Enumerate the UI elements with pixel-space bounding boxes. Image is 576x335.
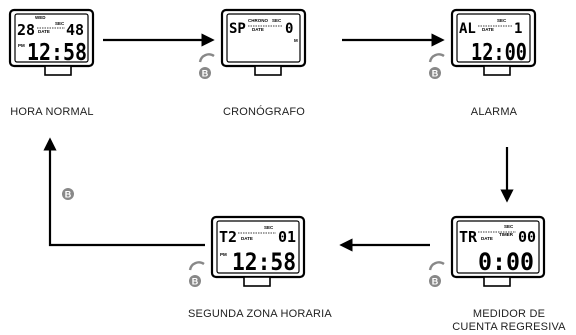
button-b-icon: B xyxy=(432,69,439,79)
arrow-segunda-to-hora xyxy=(43,137,205,247)
pm-label: PM xyxy=(220,252,227,257)
button-b-icon: B xyxy=(432,277,439,287)
pm-label: PM xyxy=(18,43,25,48)
button-b-alarma: B xyxy=(428,53,445,79)
main-time-digits: 12:00 xyxy=(471,40,527,66)
main-time-digits: 12:58 xyxy=(232,248,296,276)
main-time-digits: 12:58 xyxy=(27,40,87,66)
date-label: DATE xyxy=(38,29,50,34)
sec-label: SEC xyxy=(55,21,65,26)
button-b-return: B xyxy=(62,188,74,200)
button-b-medidor: B xyxy=(428,261,445,287)
top-right-digits: 00 xyxy=(518,228,536,246)
date-label: DATE xyxy=(252,27,264,32)
bottom-mark: M xyxy=(294,38,298,43)
button-b-segunda: B xyxy=(188,261,205,287)
caption-medidor: MEDIDOR DE CUENTA REGRESIVA xyxy=(444,308,574,334)
date-label: DATE xyxy=(482,27,494,32)
date-label: DATE xyxy=(241,236,253,241)
sec-label: SEC xyxy=(497,18,507,23)
day-label: WED xyxy=(35,15,46,20)
caption-hora-normal: HORA NORMAL xyxy=(10,106,94,118)
top-right-digits: 0 xyxy=(285,21,293,37)
watch-alarma: AL SEC 1 DATE 12:00 xyxy=(450,8,537,76)
caption-medidor-line2: CUENTA REGRESIVA xyxy=(452,321,566,333)
sec-label: SEC xyxy=(504,224,514,229)
top-left-digits: TR xyxy=(459,228,478,246)
sec-label: SEC xyxy=(272,18,282,23)
chrono-label: CHRONO xyxy=(248,18,268,23)
caption-medidor-line1: MEDIDOR DE xyxy=(472,308,546,320)
sec-label: SEC xyxy=(264,225,274,230)
top-left-digits: AL xyxy=(459,21,476,37)
caption-segunda-zona: SEGUNDA ZONA HORARIA xyxy=(188,308,332,320)
watch-hora-normal: WED 28 SEC 48 DATE PM 12:58 xyxy=(8,8,95,76)
top-left-digits: SP xyxy=(229,21,246,37)
top-left-digits: T2 xyxy=(219,228,237,246)
button-b-icon: B xyxy=(192,277,199,287)
top-right-digits: 1 xyxy=(514,21,522,37)
watch-segunda-zona: T2 SEC 01 DATE PM 12:58 xyxy=(210,215,306,287)
timer-label: TIMER xyxy=(499,232,514,237)
date-label: DATE xyxy=(481,236,493,241)
top-right-digits: 01 xyxy=(278,228,296,246)
top-left-digits: 28 xyxy=(17,21,35,39)
top-right-digits: 48 xyxy=(66,21,84,39)
button-b-icon: B xyxy=(202,69,209,79)
watch-medidor: TR SEC TIMER 00 DATE 0:00 xyxy=(450,215,546,287)
caption-cronografo: CRONÓGRAFO xyxy=(222,106,306,118)
button-b-cronografo: B xyxy=(198,53,215,79)
watch-cronografo: SP CHRONO SEC 0 DATE M xyxy=(220,8,307,76)
button-b-icon: B xyxy=(65,190,72,200)
caption-alarma: ALARMA xyxy=(470,106,518,118)
main-time-digits: 0:00 xyxy=(478,248,534,276)
